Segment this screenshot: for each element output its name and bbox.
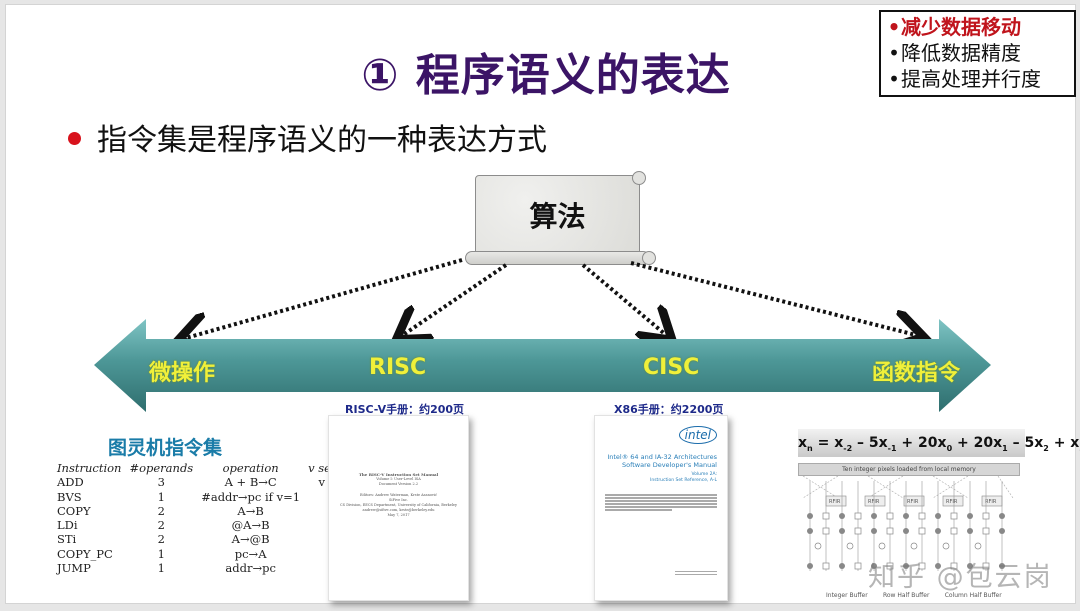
svg-text:RFIR: RFIR <box>946 499 958 505</box>
callout-item: •减少数据移动 <box>887 15 1021 39</box>
svg-text:RFIR: RFIR <box>985 499 997 505</box>
callout-item: •降低数据精度 <box>888 41 1021 65</box>
axis-label-cisc: CISC <box>643 355 700 380</box>
svg-text:RFIR: RFIR <box>829 499 841 505</box>
bullet-dot-icon <box>68 132 81 145</box>
axis-label-risc: RISC <box>369 355 427 380</box>
axis-label-micro-op: 微操作 <box>149 361 216 386</box>
dotted-arrows <box>6 258 1077 605</box>
watermark: 知乎 @包云岗 <box>868 562 1053 593</box>
page-title: ① 程序语义的表达 <box>361 50 731 101</box>
table-header-row: Instruction #operands operation v set <box>57 461 336 475</box>
pixel-banner: Ten integer pixels loaded from local mem… <box>798 463 1020 476</box>
slide: ① 程序语义的表达 •减少数据移动 •降低数据精度 •提高处理并行度 指令集是程… <box>5 4 1080 605</box>
diagram-legend: Integer Buffer Row Half Buffer Column Ha… <box>826 592 1002 599</box>
algorithm-label: 算法 <box>529 200 586 233</box>
filter-circuit-diagram: RFIR RFIR RFIR RFIR RFIR <box>802 476 1014 571</box>
scroll-curl-icon <box>642 251 656 265</box>
intel-logo: intel <box>678 426 717 444</box>
spectrum-arrow <box>94 319 991 412</box>
turing-title: 图灵机指令集 <box>108 437 223 459</box>
x86-manual-cover: intel Intel® 64 and IA-32 Architectures … <box>594 415 728 601</box>
callout-box: •减少数据移动 •降低数据精度 •提高处理并行度 <box>879 10 1076 97</box>
svg-text:RFIR: RFIR <box>907 499 919 505</box>
callout-item: •提高处理并行度 <box>888 67 1041 91</box>
riscv-manual-cover: The RISC-V Instruction Set Manual Volume… <box>328 415 469 601</box>
axis-label-function-instr: 函数指令 <box>872 361 961 386</box>
riscv-caption: RISC-V手册：约200页 <box>345 403 465 416</box>
turing-instruction-table: Instruction #operands operation v set AD… <box>53 461 340 575</box>
scroll-curl-icon <box>632 171 646 185</box>
x86-caption: X86手册：约2200页 <box>614 403 724 416</box>
algorithm-scroll <box>475 175 640 257</box>
filter-formula: xn = x-2 – 5x-1 + 20x0 + 20x1 – 5x2 + x3 <box>798 429 1080 457</box>
bullet-point: 指令集是程序语义的一种表达方式 <box>68 115 547 159</box>
